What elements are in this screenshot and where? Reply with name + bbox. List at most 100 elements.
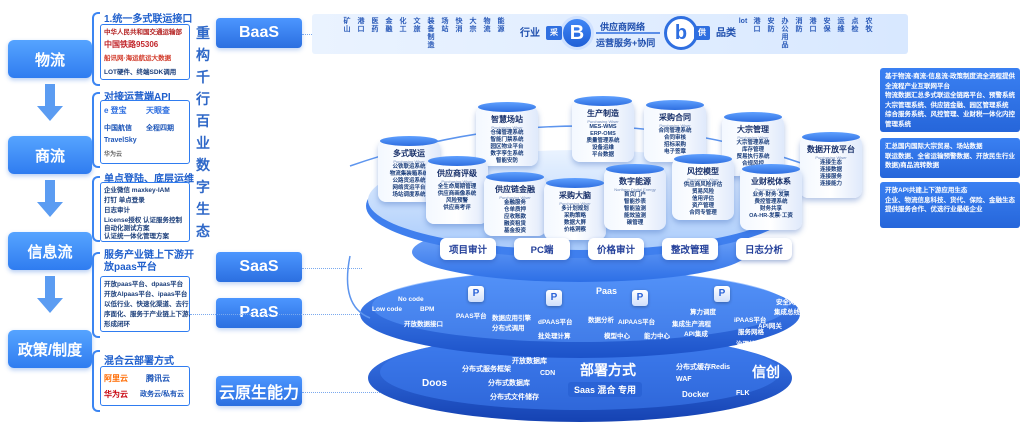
industry-chip[interactable]: 医药	[371, 18, 379, 33]
paas-item[interactable]: 模型中心	[604, 333, 630, 340]
bracket	[92, 350, 100, 412]
layer-cloud-native[interactable]: 云原生能力	[216, 376, 302, 406]
industry-chip[interactable]: 文旅	[413, 18, 421, 33]
cloud-item[interactable]: WAF	[676, 376, 692, 383]
paas-item[interactable]: PAAS平台	[456, 313, 487, 320]
industry-chip[interactable]: 快消	[455, 18, 463, 33]
baas-band	[312, 14, 908, 54]
saas-pill[interactable]: 价格审计	[588, 238, 644, 260]
cylinder-line: 基金投资	[503, 228, 526, 234]
paas-item[interactable]: API网关	[758, 323, 782, 330]
cylinder-line: 电子签章	[663, 149, 686, 155]
cloud-item[interactable]: CDN	[540, 370, 556, 377]
product-chip[interactable]: 消防	[795, 18, 803, 33]
cylinder-line: 库存管理	[741, 147, 764, 153]
industry-chip[interactable]: 装备制造	[427, 18, 435, 49]
cylinder-line: 供应商考评	[443, 205, 471, 211]
paas-item[interactable]: 集成生产流程	[672, 321, 711, 328]
saas-pill[interactable]: 项目审计	[440, 238, 496, 260]
buyer-circle[interactable]: B	[560, 16, 594, 50]
supplier-circle[interactable]: b	[664, 16, 698, 50]
paas-item[interactable]: 数据分析	[588, 317, 614, 324]
layer-paas[interactable]: PaaS	[216, 298, 302, 328]
layer-baas[interactable]: BaaS	[216, 18, 302, 48]
flow-policy[interactable]: 政策/制度	[8, 330, 92, 368]
product-chip[interactable]: 港口	[753, 18, 761, 33]
paas-item[interactable]: 分布式调用	[492, 325, 525, 332]
saas-pill[interactable]: 整改管理	[662, 238, 718, 260]
flow-logistics[interactable]: 物流	[8, 40, 92, 78]
cloud-item[interactable]: Docker	[682, 390, 710, 399]
paas-item[interactable]: 算力调度	[690, 309, 716, 316]
paas-item[interactable]: dPAAS平台	[538, 319, 573, 326]
product-chip[interactable]: 安保	[823, 18, 831, 33]
cloud-item[interactable]: 分布式服务框架	[462, 366, 511, 373]
paas-item[interactable]: 能力中心	[644, 333, 670, 340]
ops-line: 打钉 单点登录	[104, 197, 145, 204]
product-chip[interactable]: lot	[738, 18, 748, 25]
industry-chip[interactable]: 金融	[385, 18, 393, 33]
industry-chip[interactable]: 场站	[441, 18, 449, 33]
down-arrow-icon	[37, 84, 63, 121]
connector	[190, 314, 362, 315]
flow-information[interactable]: 信息流	[8, 232, 92, 270]
paas-item[interactable]: 服务网格	[738, 329, 764, 336]
industry-chip[interactable]: 能源	[497, 18, 505, 33]
cloud-logo-box	[100, 366, 190, 406]
cylinder-line: 大宗管理系统	[736, 140, 770, 146]
product-chip[interactable]: 点检	[851, 18, 859, 33]
ops-line: 认证统一体化管理方案	[104, 233, 169, 240]
industry-chip[interactable]: 大宗	[469, 18, 477, 33]
ops-line: 日志审计	[104, 207, 130, 214]
paas-item[interactable]: AIPAAS平台	[618, 319, 656, 326]
industry-chip[interactable]: 物流	[483, 18, 491, 33]
paas-item[interactable]: API集成	[684, 331, 708, 338]
paas-item[interactable]: 治理控制台	[736, 341, 769, 348]
cylinder-line: 仓单质押	[503, 207, 526, 213]
cloud-item[interactable]: 分布式数据库	[488, 380, 530, 387]
cloud-item[interactable]: 分布式缓存Redis	[676, 364, 731, 371]
industry-chip[interactable]: 矿山	[343, 18, 351, 33]
cylinder-title: 业财税体系	[751, 177, 791, 186]
layer-saas[interactable]: SaaS	[216, 252, 302, 282]
paas-item[interactable]: 数据应用引擎	[492, 315, 531, 322]
paas-item[interactable]: 开放数据接口	[404, 321, 443, 328]
saas-pill[interactable]: 日志分析	[736, 238, 792, 260]
product-chip[interactable]: 办公用品	[781, 18, 789, 49]
paas-line: 开放Alpaas平台、ipaas平台	[104, 291, 188, 298]
paas-item[interactable]: iPAAS平台	[734, 317, 767, 324]
saas-pill[interactable]: PC端	[514, 238, 570, 260]
cylinder-line: 全生命周期管理	[437, 184, 477, 190]
cylinder-cap	[724, 112, 782, 122]
cloud-item[interactable]: Doos	[422, 378, 447, 389]
paas-item[interactable]: 批处理计算	[538, 333, 571, 340]
bracket	[92, 92, 100, 168]
industry-chip[interactable]: 化工	[399, 18, 407, 33]
industry-chip[interactable]: 港口	[357, 18, 365, 33]
paas-item[interactable]: BPM	[420, 306, 435, 313]
paas-item[interactable]: No code	[398, 296, 424, 303]
flow-commerce[interactable]: 商流	[8, 136, 92, 174]
paas-item[interactable]: Low code	[372, 306, 402, 313]
paas-title: Paas	[596, 286, 618, 296]
paas-item[interactable]: 安全网关	[776, 299, 802, 306]
product-chip[interactable]: 安防	[767, 18, 775, 33]
product-chip[interactable]: 农牧	[865, 18, 873, 33]
cloud-item[interactable]: 开放数据库	[512, 358, 547, 365]
paas-item[interactable]: 集成总线	[774, 309, 800, 316]
cylinder-line: 价格洞察	[563, 227, 586, 233]
cloud-item[interactable]: 分布式文件储存	[490, 394, 539, 401]
product-chip[interactable]: 运维	[837, 18, 845, 33]
product-chip[interactable]: 港口	[809, 18, 817, 33]
cloud-item[interactable]: FLK	[736, 390, 750, 397]
